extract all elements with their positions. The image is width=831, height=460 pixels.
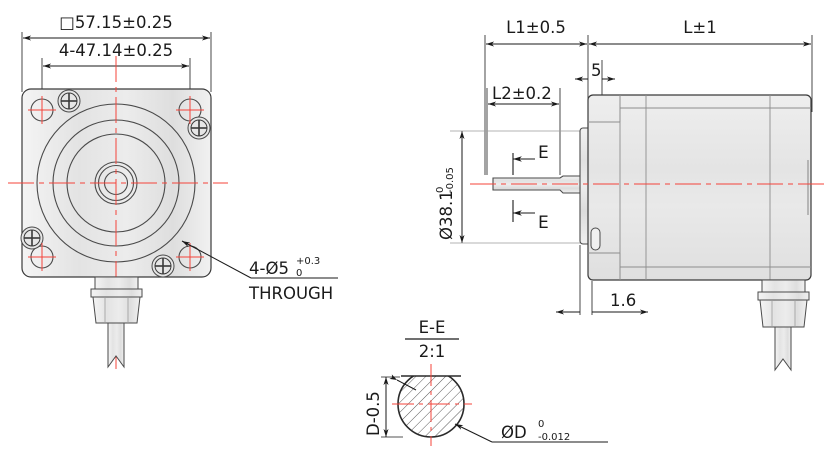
dim-label-bolt-span: 4-47.14±0.25 xyxy=(59,41,173,60)
dim-L xyxy=(589,35,813,112)
dim-label-L: L±1 xyxy=(683,18,717,37)
side-view: L1±0.5 L±1 5 L2±0.2 Ø38.1 0 xyxy=(435,18,828,372)
motor-body xyxy=(587,94,812,281)
section-mark-e-bottom-label: E xyxy=(538,213,549,233)
dim-square-width xyxy=(21,32,212,92)
shaft-dia-lower-tol: -0.012 xyxy=(538,432,570,443)
shaft-dia-main: ØD xyxy=(501,423,527,442)
corner-screw-top xyxy=(57,89,81,113)
dim-label-L1: L1±0.5 xyxy=(506,18,566,37)
dim-L1 xyxy=(484,35,589,175)
pilot-dia-main: Ø38.1 xyxy=(437,190,456,240)
mounting-hole-leader xyxy=(181,240,338,279)
callout-upper-tol: +0.3 xyxy=(296,256,320,267)
cable-gland-front xyxy=(90,276,143,369)
mounting-hole-callout: 4-Ø5 +0.3 0 THROUGH xyxy=(248,256,333,303)
section-mark-e-bottom: E xyxy=(512,200,549,233)
section-scale: 2:1 xyxy=(419,342,446,361)
body-detail-lines xyxy=(588,95,811,280)
corner-screw-right xyxy=(187,116,211,140)
dim-label-pilot-diameter: Ø38.1 0 -0.05 xyxy=(435,167,456,240)
dim-pilot-diameter xyxy=(450,130,585,244)
callout-through-text: THROUGH xyxy=(248,284,333,303)
dim-label-L2: L2±0.2 xyxy=(492,84,552,103)
corner-screw-bottom xyxy=(151,254,175,278)
callout-lower-tol: 0 xyxy=(296,268,302,279)
dim-label-step5: 5 xyxy=(591,61,602,80)
dim-label-1p6: 1.6 xyxy=(610,291,636,310)
pilot-dia-lower-tol: -0.05 xyxy=(445,167,456,193)
pilot-dia-upper-tol: 0 xyxy=(435,187,446,193)
corner-screw-left xyxy=(20,226,44,250)
dim-label-flat-depth: D-0.5 xyxy=(364,391,383,436)
dim-L2 xyxy=(486,88,561,175)
section-mark-e-top-label: E xyxy=(538,143,549,163)
section-mark-e-top: E xyxy=(512,143,549,175)
body-side-slot xyxy=(590,227,601,251)
section-centerlines xyxy=(392,364,472,446)
dim-1p6 xyxy=(556,245,648,315)
shaft-diameter-callout: ØD 0 -0.012 xyxy=(501,419,570,443)
shaft-diameter-leader xyxy=(454,423,608,443)
dim-label-square-width: □57.15±0.25 xyxy=(59,13,172,32)
shaft-dia-upper-tol: 0 xyxy=(538,419,544,430)
cable-gland-side xyxy=(757,279,810,372)
section-title: E-E xyxy=(419,318,446,337)
dim-flat-depth xyxy=(381,374,417,438)
section-view-e-e: E-E 2:1 D-0.5 ØD xyxy=(364,318,608,446)
callout-main-text: 4-Ø5 xyxy=(249,259,289,278)
front-view: □57.15±0.25 4-47.14±0.25 xyxy=(8,13,338,370)
